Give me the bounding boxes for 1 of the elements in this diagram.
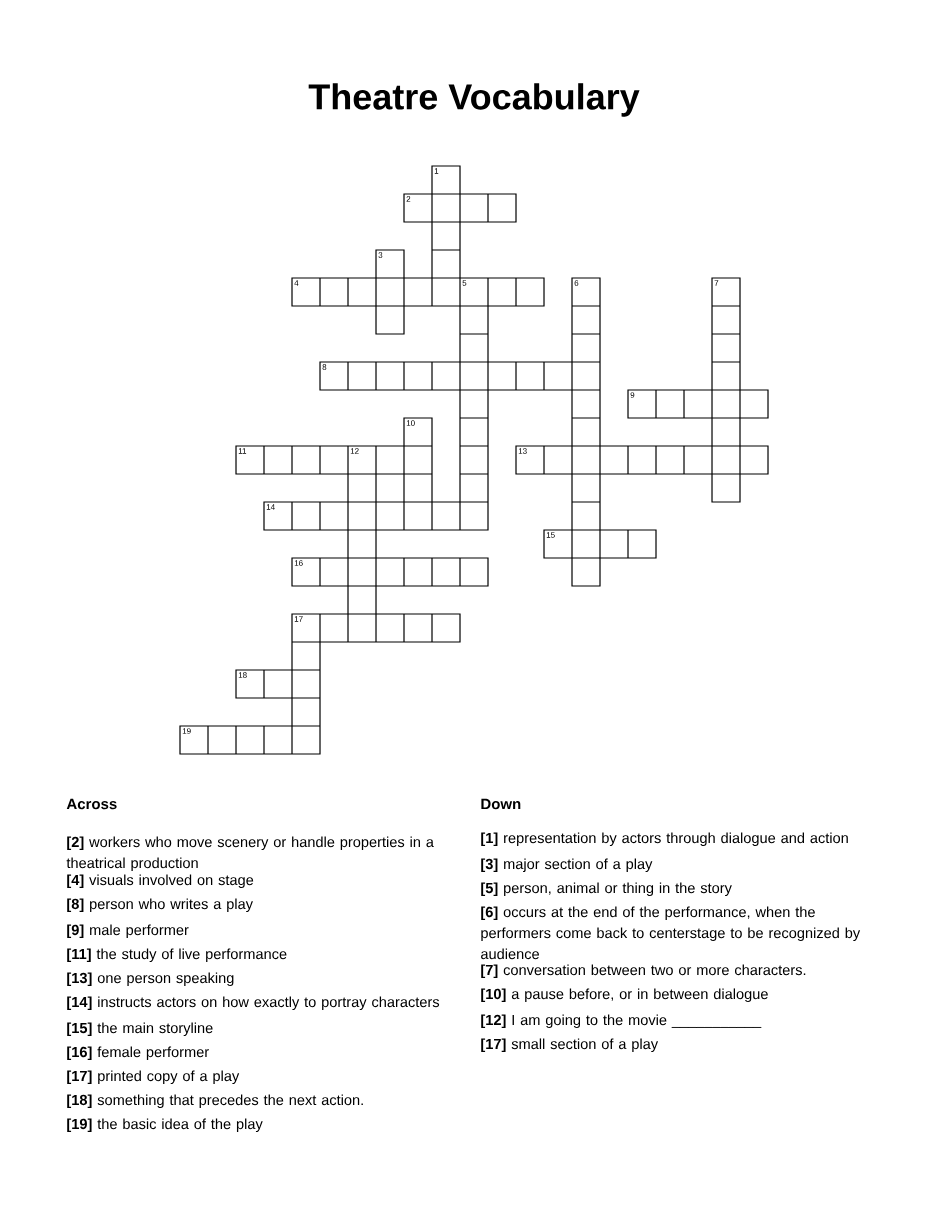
title: Theatre Vocabulary bbox=[308, 83, 640, 117]
